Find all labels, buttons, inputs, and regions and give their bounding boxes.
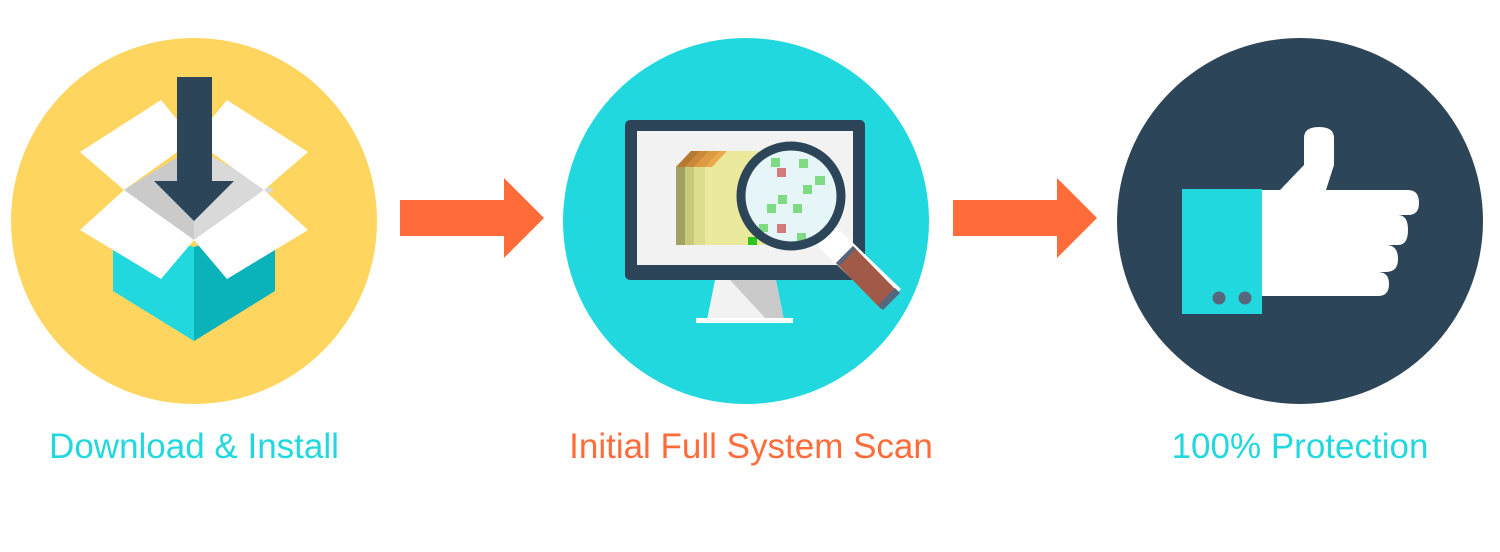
- arrow-connector-2: [952, 176, 1098, 260]
- monitor-magnifier-scan-icon: [563, 38, 929, 404]
- system-scan-step-icon: [562, 37, 930, 405]
- step-label-system-scan: Initial Full System Scan: [526, 424, 976, 470]
- arrow-connector-1: [399, 176, 545, 260]
- step-2-label-text: Initial Full System Scan: [569, 427, 933, 466]
- step-label-download-install: Download & Install: [10, 424, 378, 470]
- step-label-protection: 100% Protection: [1116, 424, 1484, 470]
- open-box-download-icon: [11, 38, 377, 404]
- step-3-label-text: 100% Protection: [1171, 427, 1429, 466]
- arrow-right-icon: [400, 178, 544, 258]
- step-1-label-text: Download & Install: [49, 427, 339, 466]
- download-install-step-icon: [10, 37, 378, 405]
- protection-step-icon: [1116, 37, 1484, 405]
- thumbs-up-icon: [1117, 38, 1483, 404]
- arrow-right-icon: [953, 178, 1097, 258]
